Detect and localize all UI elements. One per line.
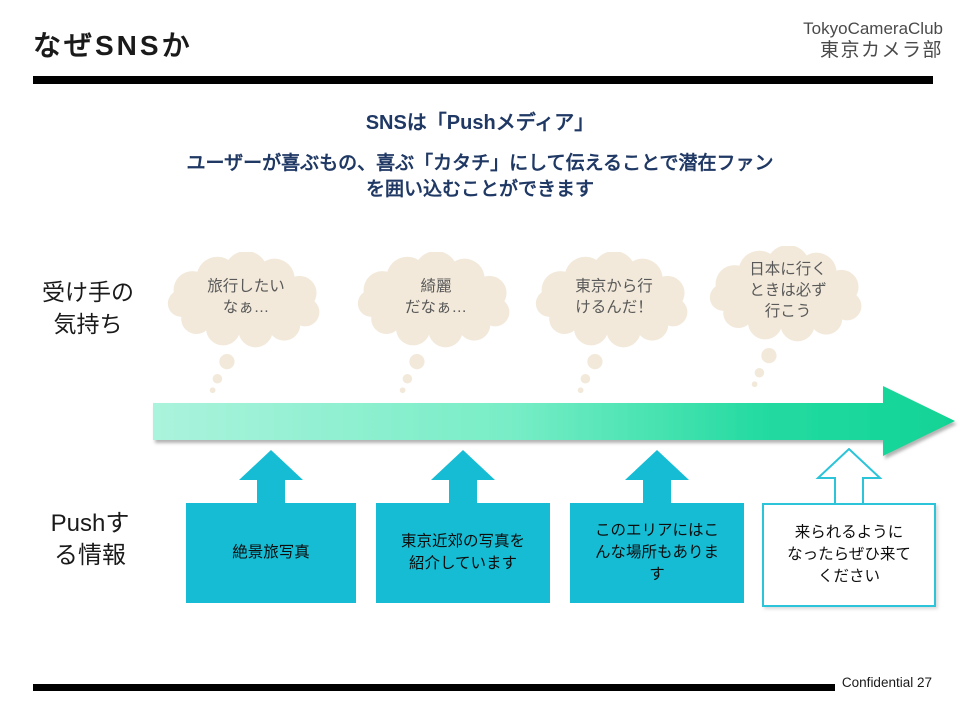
- footer-divider: [33, 684, 835, 691]
- thought-cloud-icon: [350, 252, 522, 395]
- intro-body-line2: を囲い込むことができます: [365, 179, 594, 200]
- intro-body-line1: ユーザーが喜ぶもの、喜ぶ「カタチ」にして伝えることで潜在ファン: [186, 153, 774, 174]
- logo-text-en: TokyoCameraClub: [803, 19, 943, 38]
- thought-bubble-3: 東京から行 けるんだ！: [528, 252, 700, 395]
- header-divider: [33, 76, 933, 84]
- tokyo-camera-club-logo: TokyoCameraClub 東京カメラ部: [803, 19, 943, 61]
- push-box-4: 来られるように なったらぜひ来て ください: [762, 503, 936, 607]
- push-box-2: 東京近郊の写真を 紹介しています: [376, 503, 550, 603]
- intro-block: SNSは「Pushメディア」 ユーザーが喜ぶもの、喜ぶ「カタチ」にして伝えること…: [0, 106, 960, 203]
- thought-cloud-icon: [528, 252, 700, 395]
- up-arrow-icon-2: [431, 450, 495, 506]
- up-arrow-icon-1: [239, 450, 303, 506]
- push-box-3: このエリアにはこ んな場所もありま す: [570, 503, 744, 603]
- thought-bubble-text: 綺麗 だなぁ…: [404, 278, 467, 316]
- up-arrow-outline-icon-4: [815, 448, 883, 506]
- thought-bubble-4: 日本に行く ときは必ず 行こう: [702, 246, 874, 389]
- logo-text-jp: 東京カメラ部: [819, 39, 943, 61]
- thought-bubble-text: 東京から行 けるんだ！: [575, 278, 653, 316]
- intro-headline: SNSは「Pushメディア」: [365, 112, 595, 134]
- thought-bubble-text: 旅行したい なぁ…: [207, 278, 285, 316]
- thought-bubble-1: 旅行したい なぁ…: [160, 252, 332, 395]
- push-info-label: Pushす る情報: [50, 510, 130, 569]
- thought-bubble-2: 綺麗 だなぁ…: [350, 252, 522, 395]
- up-arrow-icon-3: [625, 450, 689, 506]
- page-title: なぜSNSか: [33, 30, 193, 61]
- footer-confidential-label: Confidential 27: [841, 675, 932, 690]
- push-box-1: 絶景旅写真: [186, 503, 356, 603]
- thought-cloud-icon: [160, 252, 332, 395]
- thought-bubble-text: 日本に行く ときは必ず 行こう: [749, 261, 827, 320]
- receiver-feelings-label: 受け手の 気持ち: [42, 279, 134, 337]
- timeline-gradient-arrow-icon: [153, 386, 955, 456]
